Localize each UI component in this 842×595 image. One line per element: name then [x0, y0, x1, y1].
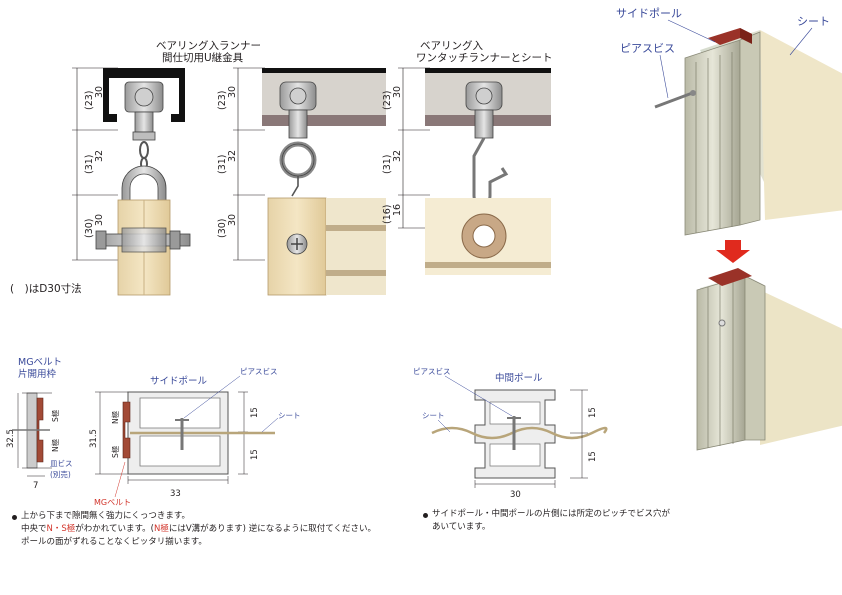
dim-a2-paren: (31)	[84, 154, 95, 174]
dim-15d: 15	[588, 451, 598, 462]
mg-belt-label: MGベルト	[94, 498, 131, 507]
screw-note-2: (別売)	[50, 469, 71, 479]
bullet-icon	[12, 515, 17, 520]
dim-a2-val: 32	[94, 150, 105, 162]
mg-belt-title-2: 片開用枠	[18, 368, 57, 380]
dim-c3-paren: (16)	[382, 204, 393, 224]
runner-sheet-title-1: ベアリング入	[420, 39, 483, 52]
right-sheet-label: シート	[797, 15, 830, 28]
dim-31-5: 31.5	[89, 429, 99, 448]
n-pole-left: N極	[50, 438, 60, 452]
s-pole-left: S極	[50, 409, 60, 422]
mg-belt-title-1: MGベルト	[18, 357, 62, 368]
dim-15c: 15	[588, 407, 598, 418]
note-left-line2-b: がわかれています。(	[75, 524, 154, 534]
side-pole-section	[95, 391, 275, 484]
sheet-right-label: シート	[422, 411, 445, 420]
side-pole-label: サイドポール	[150, 376, 208, 387]
runner-sheet-diagram	[398, 67, 551, 275]
dim-b2-paren: (31)	[217, 154, 228, 174]
dim-33: 33	[170, 489, 181, 499]
dim-32-5: 32.5	[6, 429, 16, 448]
dim-15a: 15	[250, 407, 260, 418]
dim-a3-val: 30	[94, 214, 105, 226]
dim-c2-paren: (31)	[382, 154, 393, 174]
sheet-left-label: シート	[278, 411, 301, 420]
dim-c1-paren: (23)	[382, 90, 393, 110]
dim-b3-paren: (30)	[217, 218, 228, 238]
note-left-line3: ポールの面がずれることなくピッタリ揃います。	[21, 537, 207, 547]
dim-a3-paren: (30)	[84, 218, 95, 238]
note-left-line2-red2: N極	[154, 524, 169, 534]
s-pole-right: S極	[110, 445, 120, 458]
dim-c2-val: 32	[392, 150, 403, 162]
dims-runner-u: (23) 30 (31) 32 (30) 30	[84, 86, 105, 238]
dims-runner-sheet: (23) 30 (31) 32 (16) 16	[382, 86, 403, 224]
dim-b1-val: 30	[227, 86, 238, 98]
dim-a1-val: 30	[94, 86, 105, 98]
dim-c3-val: 16	[392, 204, 403, 216]
note-right-line2: あいています。	[432, 522, 491, 532]
middle-pole-section	[431, 389, 608, 488]
pole-sheet-3d-bottom	[696, 268, 842, 451]
mg-belt-frame-section	[12, 392, 52, 477]
dim-c1-val: 30	[392, 86, 403, 98]
dim-30: 30	[510, 490, 521, 500]
right-pierce-screw-label: ピアスビス	[620, 42, 675, 55]
dim-b2-val: 32	[227, 150, 238, 162]
runner-u-joint-diagram	[72, 67, 191, 296]
dim-b3-val: 30	[227, 214, 238, 226]
pierce-screw-left-label: ピアスビス	[240, 367, 278, 376]
n-pole-right: N極	[110, 410, 120, 424]
arrow-down-icon	[716, 240, 750, 263]
dims-runner-wood: (23) 30 (31) 32 (30) 30	[217, 86, 238, 238]
middle-pole-label: 中間ポール	[495, 372, 543, 384]
dim-a1-paren: (23)	[84, 90, 95, 110]
runner-wood-diagram	[233, 67, 386, 296]
pole-sheet-3d-top	[654, 28, 842, 236]
pierce-screw-right-label: ピアスビス	[413, 367, 451, 376]
note-left-line2: 中央でN・S極がわかれています。(N極にはV溝があります) 逆になるように取付て…	[21, 523, 376, 535]
dim-b1-paren: (23)	[217, 90, 228, 110]
runner-u-title-2: 間仕切用U継金具	[162, 51, 244, 64]
dim-15b: 15	[250, 449, 260, 460]
note-left-line2-red1: N・S極	[46, 524, 76, 534]
note-left-line2-c: にはV溝があります) 逆になるように取付てください。	[168, 524, 376, 534]
screw-note-1: 皿ビス	[50, 459, 73, 468]
bullet-icon	[423, 513, 428, 518]
d30-note: ( )はD30寸法	[10, 282, 82, 295]
note-left-line2-a: 中央で	[21, 524, 47, 534]
right-side-pole-label: サイドポール	[616, 7, 682, 20]
note-left-line1: 上から下まで隙間無く強力にくっつきます。	[21, 511, 190, 521]
runner-u-title-1: ベアリング入ランナー	[156, 39, 261, 52]
note-right-line1: サイドポール・中間ポールの片側には所定のピッチでビス穴が	[432, 509, 671, 519]
dim-7: 7	[33, 481, 38, 491]
runner-sheet-title-2: ワンタッチランナーとシート	[416, 52, 553, 64]
